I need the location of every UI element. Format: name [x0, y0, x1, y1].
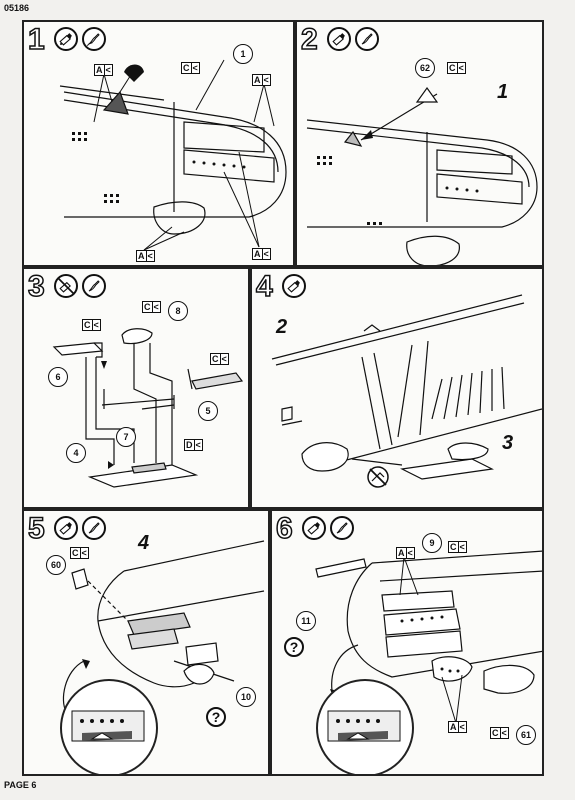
detail-inset-drawing [327, 710, 401, 742]
kit-code: 05186 [4, 3, 30, 13]
part-callout: 6 [48, 367, 68, 387]
fuselage-drawing [306, 86, 538, 265]
part-callout: 5 [198, 401, 218, 421]
part-number-large: 4 [138, 532, 150, 554]
part-callout: 8 [168, 301, 188, 321]
ref-letter: C [144, 302, 151, 312]
ref-letter: A [254, 75, 261, 85]
page-number: PAGE 6 [4, 780, 37, 790]
ref-letter: C [84, 320, 91, 330]
ref-marker-c: C< [447, 62, 466, 74]
ref-marker-a: A< [252, 248, 271, 260]
part-number-large: 1 [497, 81, 509, 103]
ref-arrow: < [190, 63, 198, 73]
ref-arrow: < [457, 722, 465, 732]
ref-letter: C [450, 542, 457, 552]
ref-letter: C [212, 354, 219, 364]
part-number-large: 3 [502, 432, 514, 454]
glue-tube-icon [327, 27, 351, 51]
ref-marker-a: A< [252, 74, 271, 86]
ref-letter: C [72, 548, 79, 558]
ref-marker-a: A< [136, 250, 155, 262]
fuselage-frame-drawing [62, 540, 265, 712]
part-callout: 61 [516, 725, 536, 745]
ref-letter: A [96, 65, 103, 75]
ref-arrow: < [261, 75, 269, 85]
fuselage-drawing [59, 59, 287, 251]
part-callout: 4 [66, 443, 86, 463]
paint-brush-icon [82, 27, 106, 51]
paint-brush-icon [82, 274, 106, 298]
detail-inset [316, 679, 414, 774]
paint-brush-icon [330, 516, 354, 540]
step-number: 6 [275, 512, 293, 545]
ref-marker-a: A< [396, 547, 415, 559]
question-mark-icon: ? [206, 707, 226, 727]
ref-letter: C [449, 63, 456, 73]
no-glue-icon [54, 274, 78, 298]
part-callout: 11 [296, 611, 316, 631]
ref-arrow: < [456, 63, 464, 73]
part-callout: 62 [415, 58, 435, 78]
ref-letter: C [492, 728, 499, 738]
ref-arrow: < [219, 354, 227, 364]
ref-marker-a: A< [448, 721, 467, 733]
detail-inset [60, 679, 158, 774]
question-mark-icon: ? [284, 637, 304, 657]
step-1-panel: 1 [22, 20, 295, 267]
step-number: 4 [255, 270, 273, 303]
paint-brush-icon [355, 27, 379, 51]
ref-letter: A [254, 249, 261, 259]
part-callout: 60 [46, 555, 66, 575]
step-6-panel: 6 [270, 509, 544, 776]
ref-arrow: < [145, 251, 153, 261]
glue-tube-icon [54, 27, 78, 51]
ref-marker-c: C< [70, 547, 89, 559]
parts-exploded-drawing [52, 328, 244, 488]
ref-arrow: < [193, 440, 201, 450]
part-callout: 10 [236, 687, 256, 707]
step-number: 3 [27, 270, 45, 303]
part-callout: 9 [422, 533, 442, 553]
ref-marker-d: D< [184, 439, 203, 451]
part-number-large: 2 [276, 316, 288, 338]
ref-letter: D [186, 440, 193, 450]
ref-letter: A [398, 548, 405, 558]
ref-marker-c: C< [82, 319, 101, 331]
ref-marker-c: C< [181, 62, 200, 74]
step-5-panel: 5 C< 60 10 4 ? [22, 509, 270, 776]
step-2-panel: 2 C< 62 1 [295, 20, 544, 267]
step-number: 5 [27, 512, 45, 545]
part-callout: 1 [233, 44, 253, 64]
ref-letter: A [450, 722, 457, 732]
ref-arrow: < [151, 302, 159, 312]
ref-letter: C [183, 63, 190, 73]
ref-marker-a: A< [94, 64, 113, 76]
ref-letter: A [138, 251, 145, 261]
ref-marker-c: C< [142, 301, 161, 313]
glue-tube-icon [54, 516, 78, 540]
step-4-panel: 4 2 3 [250, 267, 544, 509]
paint-brush-icon [82, 516, 106, 540]
ref-marker-c: C< [210, 353, 229, 365]
ref-arrow: < [499, 728, 507, 738]
part-callout: 7 [116, 427, 136, 447]
ref-arrow: < [405, 548, 413, 558]
ref-arrow: < [91, 320, 99, 330]
ref-arrow: < [261, 249, 269, 259]
ref-arrow: < [457, 542, 465, 552]
detail-inset-drawing [71, 710, 145, 742]
step-number: 2 [300, 23, 318, 56]
step-number: 1 [27, 23, 45, 56]
ref-marker-c: C< [490, 727, 509, 739]
glue-tube-icon [302, 516, 326, 540]
ref-arrow: < [79, 548, 87, 558]
ref-marker-c: C< [448, 541, 467, 553]
glue-tube-icon [282, 274, 306, 298]
fuselage-assembly-drawing [315, 550, 542, 724]
step-3-panel: 3 C< C< C< D< 8 6 5 7 4 [22, 267, 250, 509]
fuselage-interior-drawing [271, 294, 542, 488]
ref-arrow: < [103, 65, 111, 75]
